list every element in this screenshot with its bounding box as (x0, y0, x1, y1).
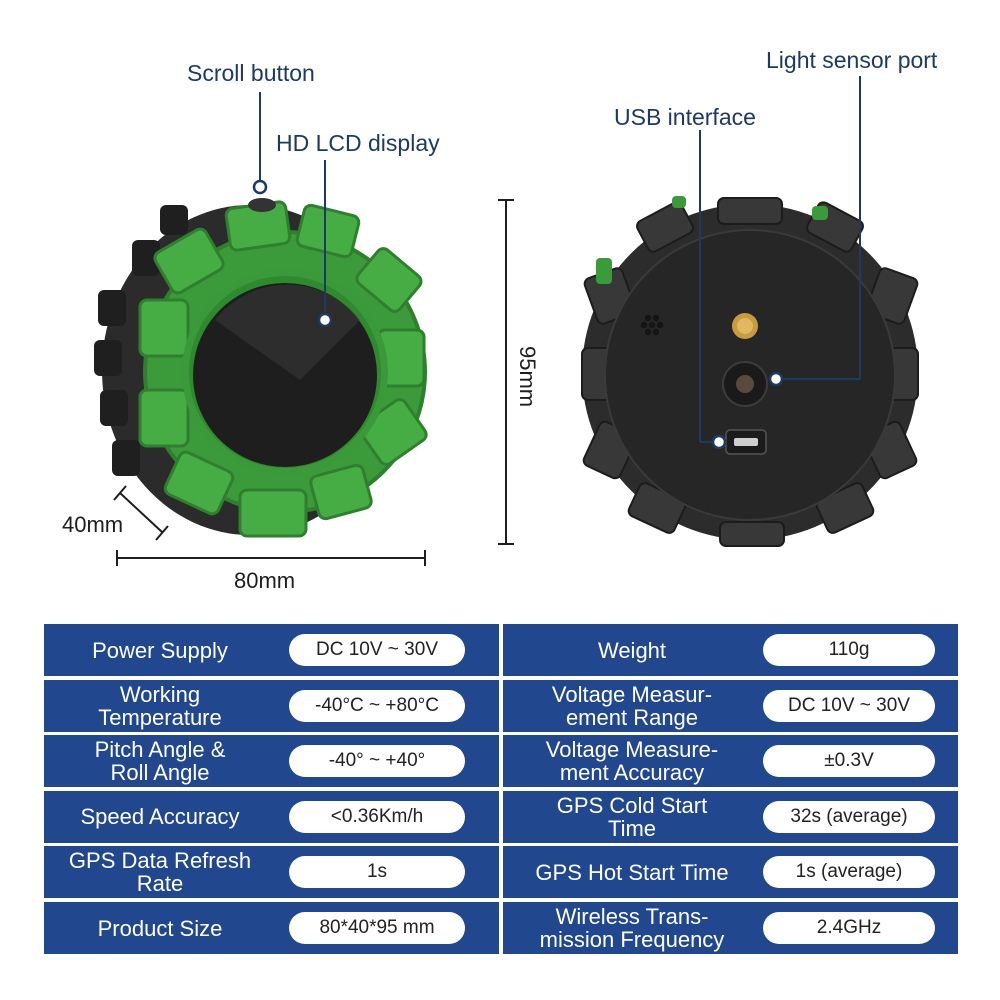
spec-cell-left: Product Size 80*40*95 mm (44, 902, 499, 954)
spec-name: Weight (597, 637, 667, 663)
light-sensor-callout: Light sensor port (766, 47, 938, 73)
hd-lcd-callout: HD LCD display (276, 130, 440, 156)
height-dimension: 95mm (515, 346, 540, 408)
spec-value: -40° ~ +40° (289, 745, 465, 778)
spec-name: Speed Accuracy (80, 804, 240, 830)
callout-lines (259, 76, 861, 443)
spec-cell-left: Pitch Angle &Roll Angle -40° ~ +40° (44, 735, 499, 788)
spec-value: -40°C ~ +80°C (289, 689, 465, 722)
spec-name: GPS Hot Start Time (535, 859, 729, 885)
spec-name: Voltage Measur-ement Range (551, 681, 713, 730)
spec-cell-right: Wireless Trans-mission Frequency 2.4GHz (503, 902, 958, 954)
spec-value: 2.4GHz (763, 912, 935, 944)
spec-value: <0.36Km/h (289, 800, 465, 833)
spec-name: Wireless Trans-mission Frequency (539, 904, 725, 952)
front-device (94, 198, 428, 538)
spec-cell-right: Weight 110g (503, 624, 958, 676)
spec-cell-right: Voltage Measure-ment Accuracy ±0.3V (503, 735, 958, 788)
spec-cell-right: Voltage Measur-ement Range DC 10V ~ 30V (503, 679, 958, 732)
product-illustration (94, 76, 919, 566)
scroll-button-callout: Scroll button (187, 60, 315, 86)
spec-row: Product Size 80*40*95 mm Wireless Trans-mi… (44, 902, 958, 954)
spec-value: 1s (289, 856, 465, 889)
spec-value: 1s (average) (763, 856, 935, 889)
spec-value: 110g (763, 634, 935, 666)
dimension-lines (113, 199, 514, 566)
spec-value: ±0.3V (763, 745, 935, 778)
spec-value: 32s (average) (763, 800, 935, 833)
usb-interface-callout: USB interface (614, 104, 756, 130)
depth-dimension: 40mm (62, 512, 124, 537)
back-device (581, 196, 919, 547)
spec-value: DC 10V ~ 30V (289, 634, 465, 666)
product-figure: Scroll button HD LCD display USB interfa… (62, 47, 938, 593)
callout-dots (252, 179, 784, 450)
spec-value: DC 10V ~ 30V (763, 689, 935, 722)
spec-name: Pitch Angle &Roll Angle (94, 737, 226, 786)
spec-row: Pitch Angle &Roll Angle -40° ~ +40° Voltag… (44, 735, 958, 788)
spec-cell-right: GPS Hot Start Time 1s (average) (503, 846, 958, 899)
spec-cell-left: Speed Accuracy <0.36Km/h (44, 790, 499, 843)
width-dimension: 80mm (234, 568, 296, 593)
spec-name: Power Supply (92, 637, 228, 663)
spec-cell-left: Power Supply DC 10V ~ 30V (44, 624, 499, 676)
spec-name: Voltage Measure-ment Accuracy (545, 737, 719, 786)
spec-value: 80*40*95 mm (289, 912, 465, 944)
spec-row: Power Supply DC 10V ~ 30V Weight 110g (44, 624, 958, 676)
spec-name: Product Size (97, 915, 223, 941)
